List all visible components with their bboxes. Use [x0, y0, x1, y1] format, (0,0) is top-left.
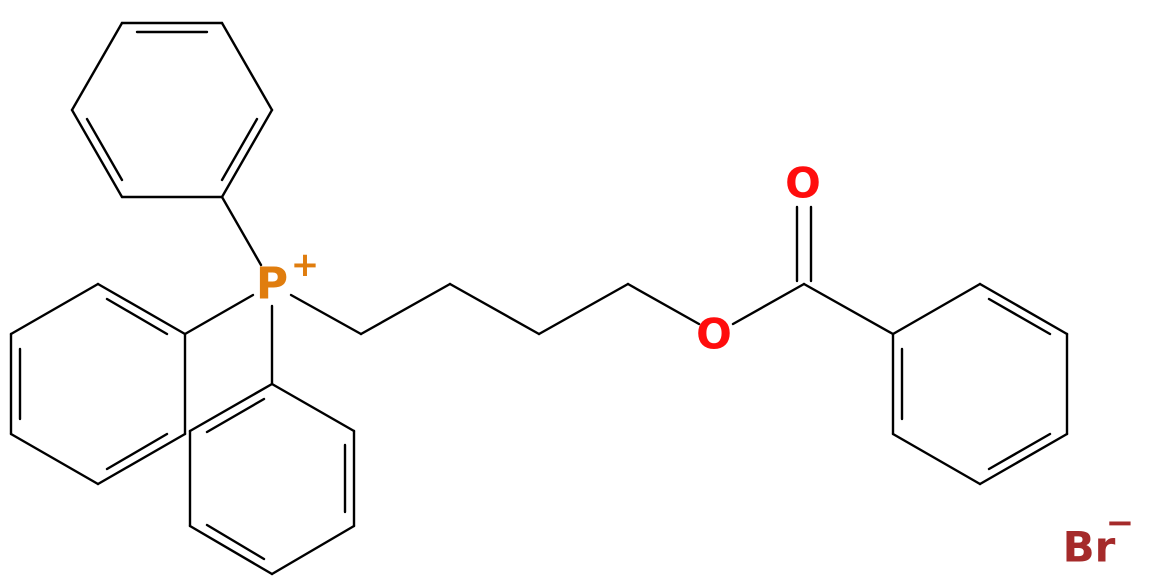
ester-oxygen-label: O [696, 310, 732, 359]
bond-phenyl-a-inner [220, 117, 259, 182]
bond-phenyl-b-inner [105, 297, 169, 336]
bond-carbonyl-ring [802, 282, 895, 336]
bond-p-phenyl-a [220, 195, 263, 267]
bond-chain [537, 282, 630, 336]
bond-phenyl-c [188, 524, 274, 576]
bond-phenyl-c [270, 382, 356, 433]
bond-phenyl-b [9, 282, 100, 336]
bond-phenyl-c [188, 382, 274, 433]
phosphorus-label: P [256, 259, 288, 310]
bond-phenyl-b [96, 282, 187, 336]
bond-benzoate-ring [891, 282, 982, 336]
bond-chain [448, 282, 541, 336]
bond-phenyl-c-inner [205, 523, 266, 561]
bond-o-to-carbonyl [731, 282, 806, 326]
bond-chain [359, 282, 452, 336]
bond-benzoate-ring [978, 282, 1069, 336]
bond-p-phenyl-b [183, 293, 255, 336]
bond-phenyl-b [9, 432, 100, 486]
bromide-label: Br [1063, 523, 1116, 572]
phosphorus-charge-plus: + [291, 245, 320, 285]
bond-phenyl-a-inner [85, 117, 124, 182]
bond-p-chain [289, 293, 363, 336]
bond-phenyl-a [220, 21, 274, 112]
bond-benzoate-inner [987, 297, 1052, 336]
bond-benzoate-ring [978, 432, 1069, 486]
bond-benzoate-inner [987, 432, 1052, 471]
bond-phenyl-b [96, 432, 187, 486]
bromide-charge-minus: − [1106, 503, 1135, 543]
bond-phenyl-b-inner [105, 432, 169, 471]
bond-chain-to-o [626, 282, 701, 326]
bond-phenyl-c-inner [205, 397, 266, 434]
bond-phenyl-a [220, 108, 274, 199]
carbonyl-oxygen-label: O [785, 159, 821, 208]
bond-phenyl-a [70, 108, 124, 199]
bond-benzoate-ring [891, 432, 982, 486]
bond-phenyl-a [70, 21, 124, 112]
bond-phenyl-c [270, 524, 356, 576]
